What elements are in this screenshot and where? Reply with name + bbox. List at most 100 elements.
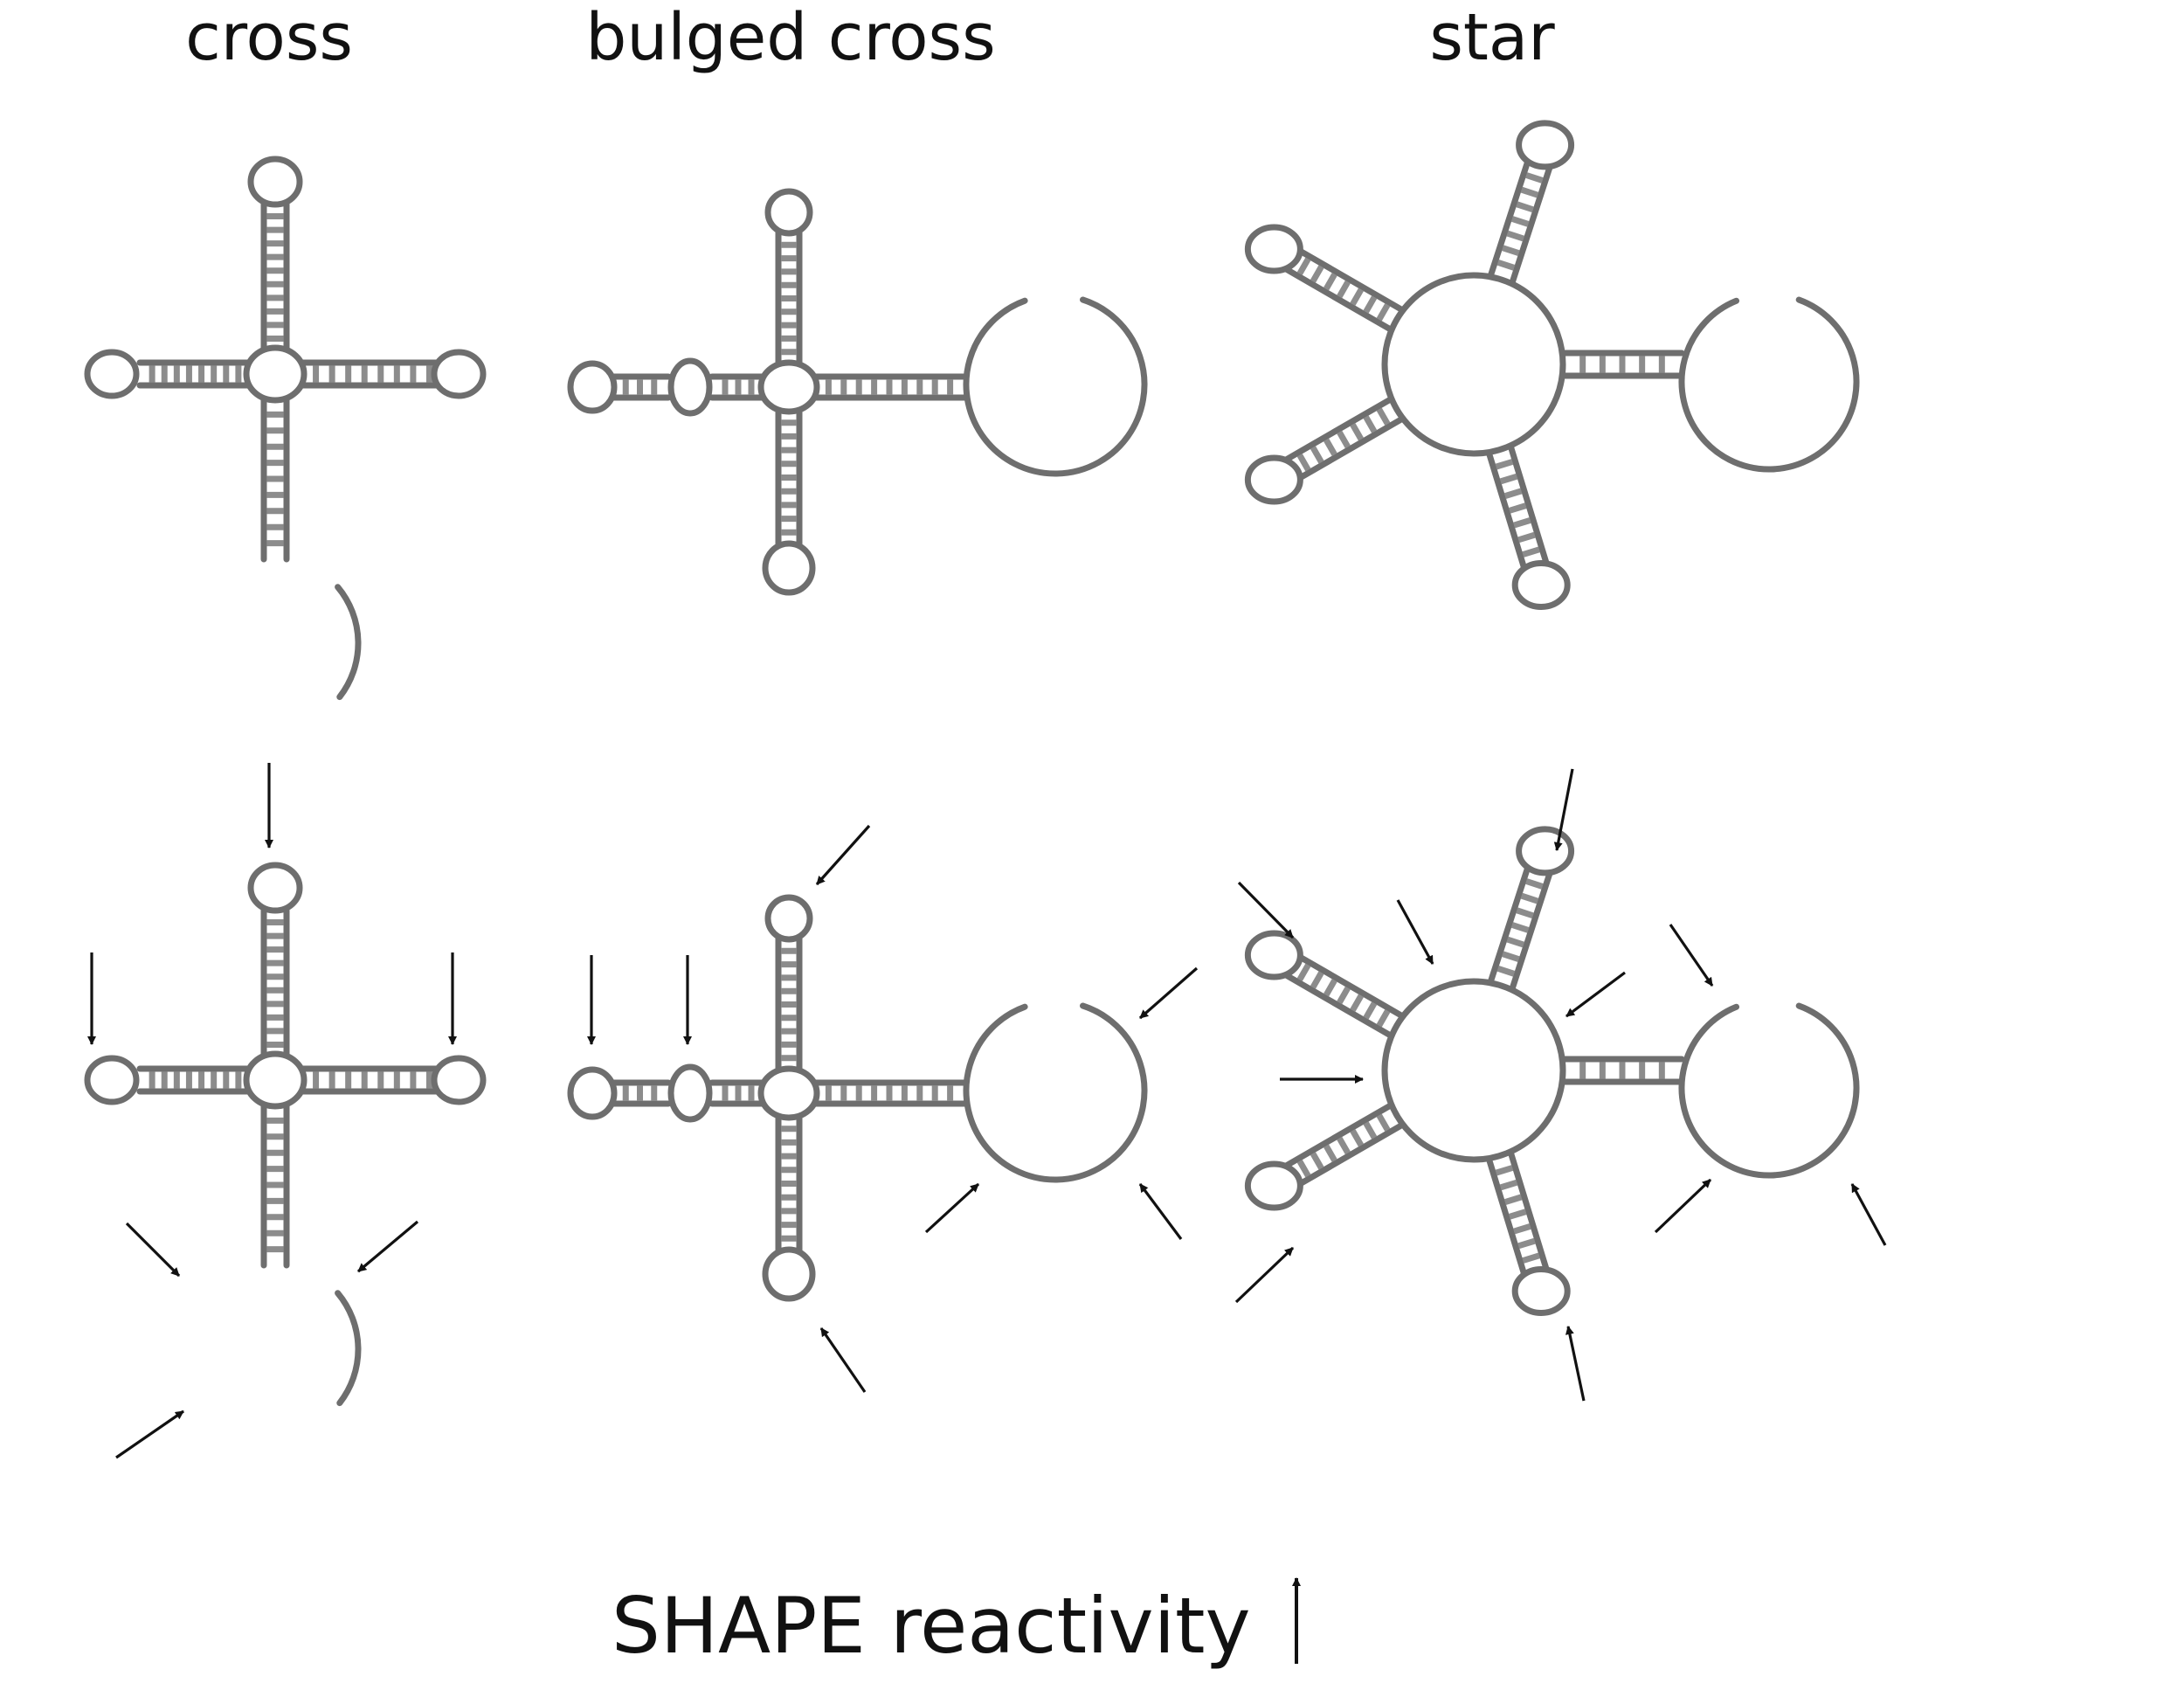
base-pair bbox=[1499, 473, 1518, 485]
star-top-helix bbox=[1487, 156, 1553, 287]
base-pair bbox=[1310, 446, 1324, 464]
cross-right-helix bbox=[296, 1065, 449, 1095]
base-pair bbox=[1323, 979, 1337, 997]
star-multibranch-loop bbox=[1381, 978, 1566, 1163]
star-external-loop bbox=[1678, 1002, 1860, 1179]
base-pair bbox=[1520, 892, 1539, 904]
base-pair bbox=[1376, 303, 1391, 322]
base-pair bbox=[1296, 257, 1311, 275]
cross-junction-loop bbox=[243, 344, 308, 404]
reactivity-arrow bbox=[1138, 1183, 1183, 1240]
reactivity-arrows bbox=[87, 763, 1887, 1459]
bulged-bottom-hairpin-loop bbox=[762, 540, 816, 596]
helix-strand bbox=[1282, 1102, 1394, 1170]
bulged-junction-loop bbox=[757, 359, 820, 415]
column-label-bulged-cross: bulged cross bbox=[585, 0, 995, 75]
base-pair bbox=[1516, 201, 1534, 213]
base-pair bbox=[1337, 430, 1351, 449]
base-pair bbox=[1296, 963, 1311, 981]
bulge-loop bbox=[667, 357, 713, 417]
base-pair bbox=[1350, 423, 1365, 441]
star-upper-left-helix bbox=[1282, 952, 1406, 1039]
bulged-left-helix-outer bbox=[608, 1079, 672, 1107]
cross-bottom-helix bbox=[260, 395, 290, 563]
cross-top-helix bbox=[260, 905, 290, 1062]
helix-strand bbox=[1485, 449, 1528, 573]
base-pair bbox=[1495, 1165, 1514, 1176]
bulged-cross-structure bbox=[567, 188, 1148, 596]
cross-right-hairpin-loop bbox=[431, 1055, 487, 1105]
bulged-right-helix bbox=[810, 1079, 969, 1107]
bulged-left-hairpin-loop bbox=[567, 360, 618, 414]
base-pair bbox=[1506, 230, 1525, 242]
base-pair bbox=[1376, 1113, 1391, 1132]
base-pair bbox=[1337, 1136, 1351, 1155]
helix-strand bbox=[1507, 1149, 1550, 1273]
cross-left-hairpin-loop bbox=[84, 1055, 140, 1105]
base-pair bbox=[1513, 517, 1531, 529]
bulged-bottom-helix bbox=[775, 1112, 803, 1256]
base-pair bbox=[1363, 1121, 1378, 1139]
reactivity-arrow bbox=[1565, 1326, 1586, 1402]
reactivity-arrow bbox=[1565, 971, 1626, 1018]
bulged-left-helix-outer bbox=[608, 373, 672, 401]
star-external-loop bbox=[1678, 296, 1860, 473]
base-pair bbox=[1337, 986, 1351, 1005]
star-lower-left-hairpin-loop bbox=[1244, 454, 1303, 505]
cross-right-hairpin-loop bbox=[431, 349, 487, 399]
star-right-helix bbox=[1559, 350, 1685, 379]
reactivity-arrow bbox=[1234, 1246, 1295, 1304]
star-top-hairpin-loop bbox=[1516, 826, 1575, 876]
helix-strand bbox=[1509, 163, 1553, 287]
base-pair bbox=[1506, 936, 1525, 948]
reactivity-arrow bbox=[819, 1327, 867, 1393]
reactivity-arrow bbox=[115, 1410, 184, 1459]
cross-top-hairpin-loop bbox=[247, 156, 303, 208]
base-pair bbox=[1499, 1179, 1518, 1191]
reactivity-arrow bbox=[1553, 768, 1574, 851]
base-pair bbox=[1376, 1009, 1391, 1028]
reactivity-arrow bbox=[1850, 1183, 1887, 1246]
bulged-bottom-helix bbox=[775, 405, 803, 550]
bulged-top-helix bbox=[775, 934, 803, 1075]
base-pair bbox=[1513, 1223, 1531, 1235]
base-pair bbox=[1501, 951, 1520, 963]
column-label-star: star bbox=[1429, 0, 1555, 75]
column-label-cross: cross bbox=[185, 0, 353, 75]
bulged-left-hairpin-loop bbox=[567, 1066, 618, 1120]
cross-top-hairpin-loop bbox=[247, 862, 303, 914]
base-pair bbox=[1323, 438, 1337, 456]
star-top-hairpin-loop bbox=[1516, 120, 1575, 170]
star-lower-left-helix bbox=[1282, 396, 1406, 483]
bulged-top-hairpin-loop bbox=[764, 894, 813, 943]
star-multibranch-loop bbox=[1381, 272, 1566, 457]
base-pair bbox=[1525, 878, 1544, 890]
base-pair bbox=[1516, 907, 1534, 919]
cross-junction-loop bbox=[243, 1050, 308, 1110]
cross-right-helix bbox=[296, 359, 449, 389]
bulged-bottom-hairpin-loop bbox=[762, 1246, 816, 1302]
bulged-top-helix bbox=[775, 228, 803, 369]
base-pair bbox=[1508, 1209, 1527, 1220]
star-structure bbox=[1244, 826, 1860, 1316]
base-pair bbox=[1363, 1001, 1378, 1020]
base-pair bbox=[1495, 459, 1514, 470]
base-pair bbox=[1350, 994, 1365, 1012]
base-pair bbox=[1323, 273, 1337, 291]
bulged-top-hairpin-loop bbox=[764, 188, 813, 237]
base-pair bbox=[1296, 454, 1311, 472]
legend-shape-reactivity: SHAPE reactivity bbox=[612, 1581, 1251, 1671]
helix-strand bbox=[1485, 1155, 1528, 1279]
base-pair bbox=[1350, 287, 1365, 306]
star-bottom-helix bbox=[1485, 443, 1550, 573]
cross-structure bbox=[84, 862, 487, 1407]
helix-strand bbox=[1293, 415, 1406, 483]
reactivity-arrow bbox=[1237, 881, 1295, 939]
helix-strand bbox=[1293, 1121, 1406, 1189]
base-pair bbox=[1376, 407, 1391, 426]
base-pair bbox=[1323, 1144, 1337, 1162]
star-bottom-hairpin-loop bbox=[1511, 1265, 1571, 1316]
star-upper-left-helix bbox=[1282, 246, 1406, 333]
star-right-helix bbox=[1559, 1056, 1685, 1085]
